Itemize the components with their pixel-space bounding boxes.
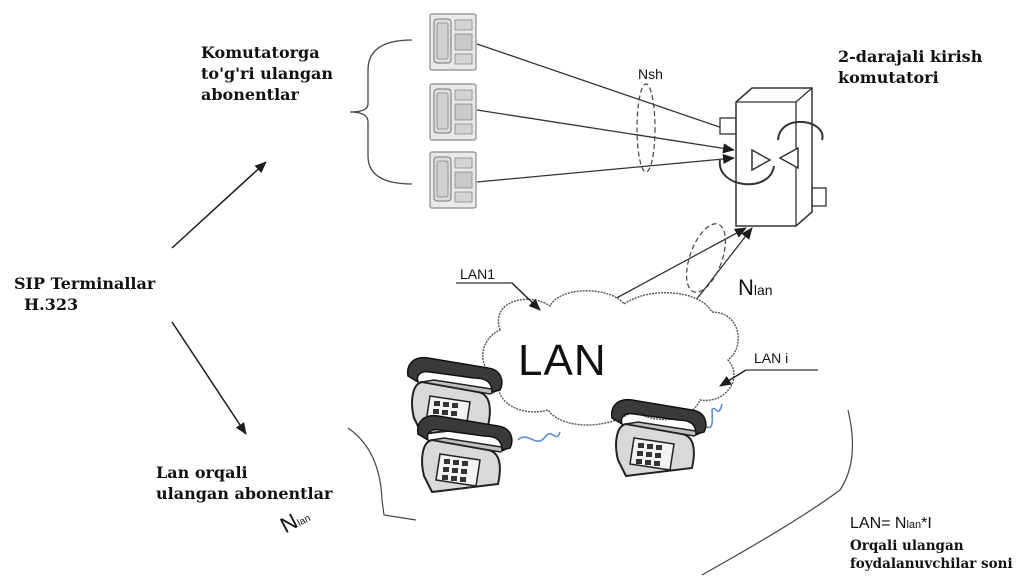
lan-uplink-2 — [695, 227, 753, 301]
lan-subscribers-bracket — [347, 427, 417, 521]
arrow-to-lan-subscribers — [171, 321, 247, 435]
sip-terminals-label: SIP Terminallar H.323 — [14, 274, 156, 314]
nsh-bundle-ellipse — [636, 83, 656, 173]
lan1-pointer — [511, 282, 541, 311]
entry-switch-label: 2-darajali kirish komutatori — [838, 47, 983, 87]
link-phone-1 — [476, 43, 735, 134]
lan-subscribers-label: Lan orqali ulangan abonentlar — [156, 463, 333, 503]
nsh-label: Nsh — [638, 66, 663, 82]
desk-phone-icon — [429, 13, 477, 71]
link-phone-3 — [476, 154, 735, 183]
lan-subscribers-bracket-right — [701, 409, 854, 576]
lan-i-pointer — [719, 369, 747, 387]
desk-phone-icon — [429, 83, 477, 141]
formula-label: LAN= Nlan*I — [850, 515, 932, 532]
lan-phone-icon — [416, 414, 513, 493]
lan-uplink-1 — [597, 227, 747, 309]
switch-icon — [718, 87, 827, 227]
direct-subscribers-bracket — [349, 39, 413, 185]
lan1-label: LAN1 — [460, 266, 496, 282]
n-lan-label: Nlan — [738, 275, 773, 300]
nlan-bundle-ellipse — [685, 223, 727, 293]
formula-note-label: Orqali ulangan foydalanuvchilar soni — [850, 538, 1013, 572]
direct-subscribers-label: Komutatorga to'g'ri ulangan abonentlar — [201, 43, 334, 104]
desk-phone-icon — [429, 151, 477, 209]
lan-i-label: LAN i — [754, 350, 789, 366]
lan-phone-icon — [610, 398, 707, 477]
link-phone-2 — [476, 109, 735, 154]
lan-cloud-label: LAN — [518, 336, 607, 385]
arrow-to-direct-subscribers — [171, 161, 267, 249]
